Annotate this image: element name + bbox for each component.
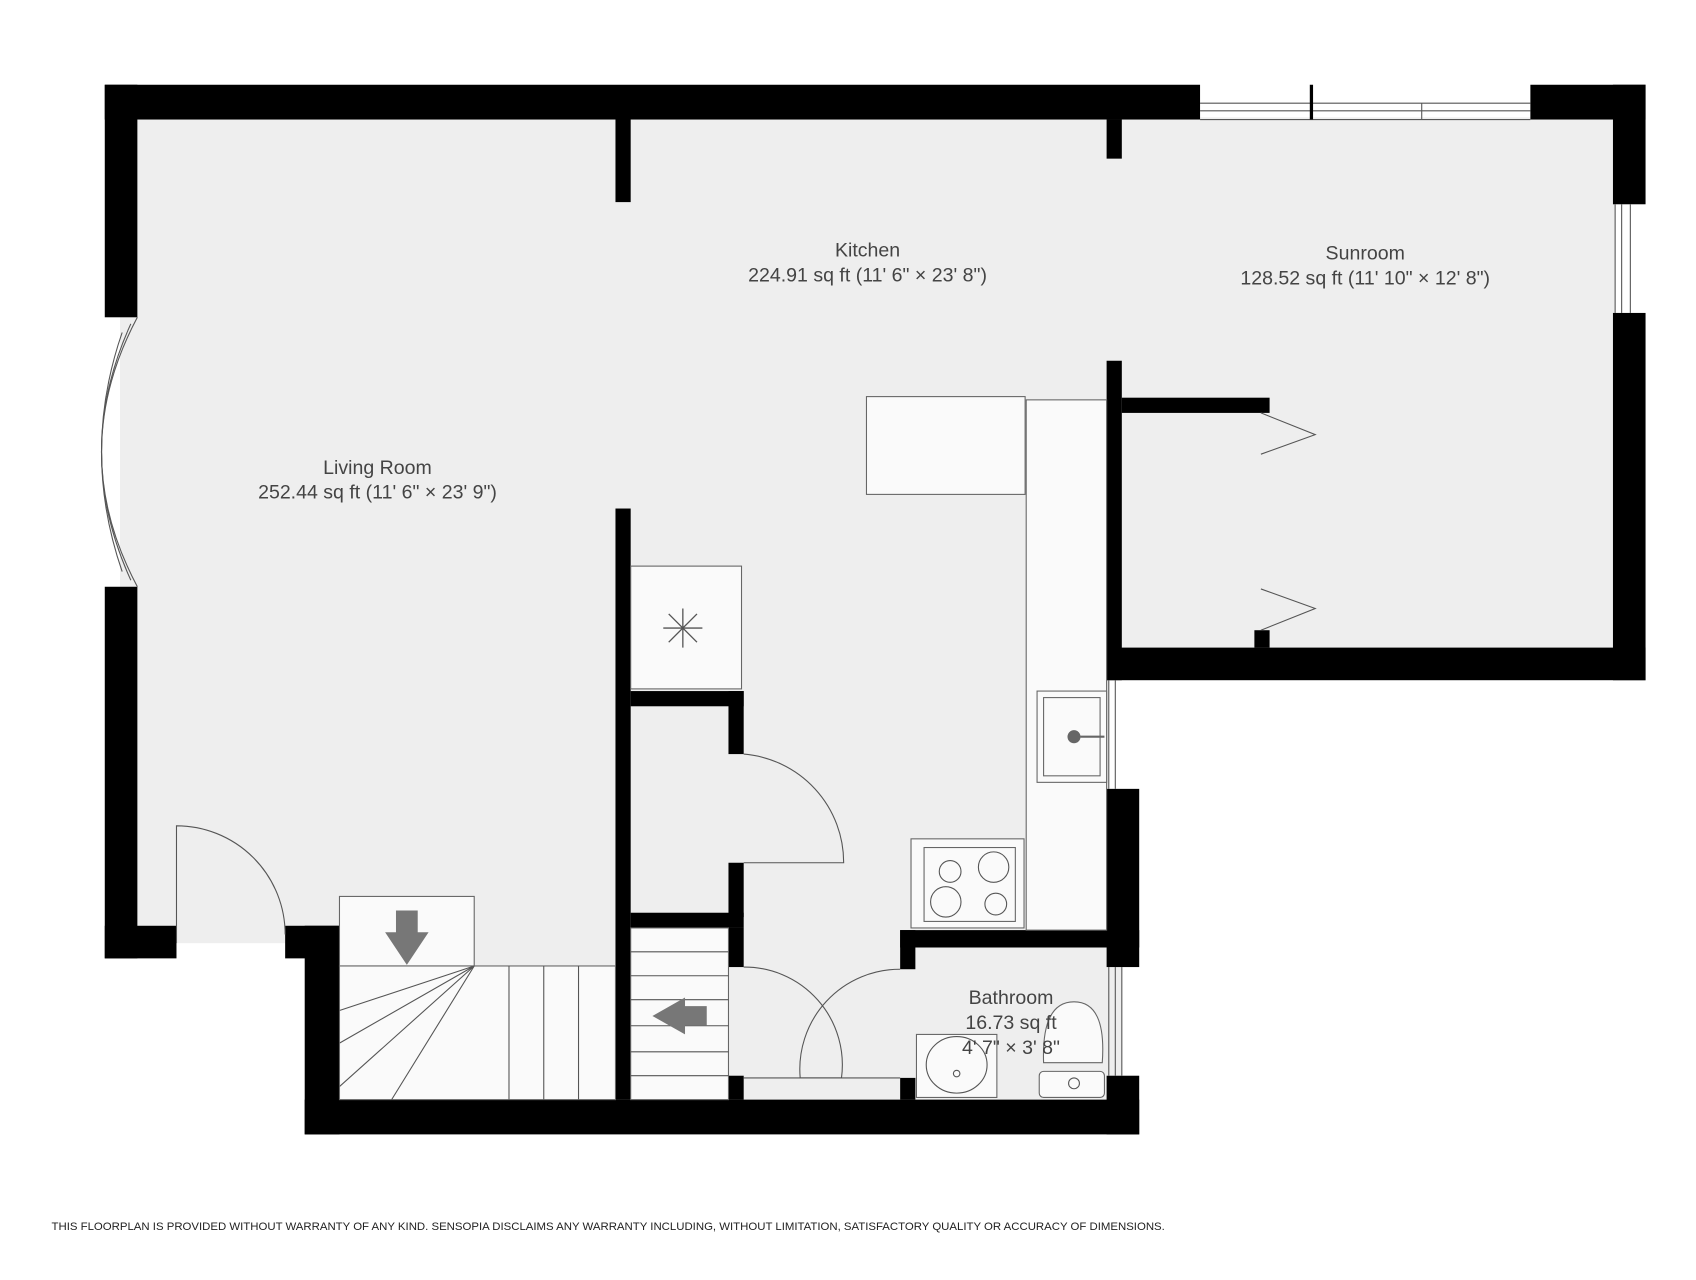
closet-door	[743, 753, 845, 864]
doors	[175, 412, 1317, 1079]
window-bathroom	[1108, 967, 1123, 1076]
room-area-kitchen: 224.91 sq ft (11' 6" × 23' 8")	[748, 264, 987, 286]
room-area-living-room: 252.44 sq ft (11' 6" × 23' 9")	[258, 482, 497, 504]
freezer-snowflake-icon	[630, 565, 743, 690]
window-right	[1614, 204, 1631, 313]
room-dimensions-bathroom: 4' 7" × 3' 8"	[962, 1037, 1060, 1059]
front-door	[175, 825, 286, 944]
room-name-kitchen: Kitchen	[835, 239, 900, 261]
stairs	[338, 895, 730, 1101]
worktop	[1025, 399, 1108, 931]
toilet-icon	[1038, 1001, 1105, 1098]
kitchen-fixtures	[630, 396, 1108, 931]
room-name-living-room: Living Room	[323, 457, 432, 479]
room-area-bathroom: 16.73 sq ft	[965, 1012, 1057, 1034]
bathroom-door	[799, 968, 901, 1079]
walls	[104, 84, 1646, 1135]
room-name-sunroom: Sunroom	[1326, 243, 1405, 265]
window-kitchen-sink	[1108, 680, 1116, 789]
window-top	[1200, 84, 1531, 121]
understair-door	[743, 966, 843, 1079]
hob-icon	[910, 838, 1025, 929]
sunroom-closet-door	[1260, 412, 1317, 631]
windows	[100, 84, 1631, 1076]
room-labels: Living Room 252.44 sq ft (11' 6" × 23' 9…	[258, 239, 1490, 1059]
basin-icon	[915, 1033, 998, 1098]
room-name-bathroom: Bathroom	[969, 987, 1054, 1009]
stairs-down-arrow-icon	[385, 910, 429, 965]
bay-window	[100, 317, 138, 588]
stairs-left-arrow-icon	[652, 997, 707, 1035]
bathroom-fixtures	[915, 1001, 1105, 1098]
sink-icon	[1036, 690, 1108, 783]
room-area-sunroom: 128.52 sq ft (11' 10" × 12' 8")	[1240, 268, 1490, 290]
disclaimer: THIS FLOORPLAN IS PROVIDED WITHOUT WARRA…	[52, 1221, 1165, 1233]
kitchen-island	[865, 396, 1026, 495]
